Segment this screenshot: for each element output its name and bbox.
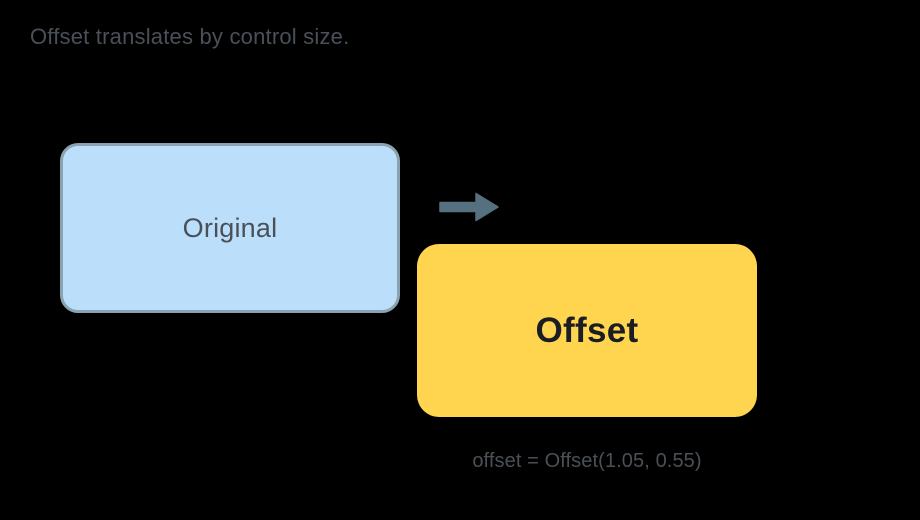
offset-box-label: Offset: [535, 310, 639, 350]
original-box-label: Original: [182, 212, 278, 243]
arrow-right-icon: [438, 190, 500, 224]
offset-control-box: Offset: [417, 244, 757, 417]
page-title: Offset translates by control size.: [30, 24, 350, 49]
original-control-box: Original: [60, 143, 400, 313]
offset-caption: offset = Offset(1.05, 0.55): [472, 450, 702, 472]
